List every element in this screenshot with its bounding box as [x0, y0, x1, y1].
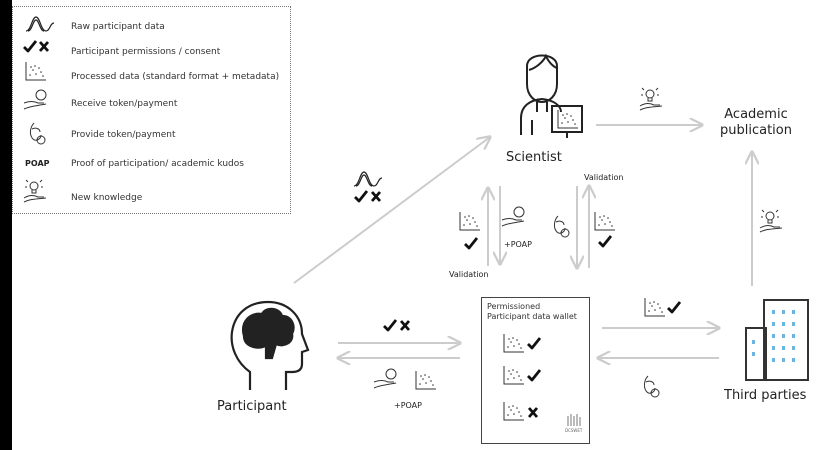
wallet-title-line1: Permissioned — [487, 302, 541, 311]
legend-processed-label: Processed data (standard format + metada… — [71, 72, 280, 82]
legend-raw-data-label: Raw participant data — [71, 22, 165, 32]
diagram-canvas: Raw participant data Participant permiss… — [12, 0, 832, 450]
validation-left-check-icon — [463, 236, 479, 250]
scientist-label: Scientist — [506, 150, 562, 165]
legend-poap-abbr: POAP — [25, 159, 50, 168]
wallet-brand: DCSWET — [565, 428, 583, 433]
scientist-poap-label: +POAP — [504, 240, 532, 249]
scientist-knowledge-bulb-icon — [639, 87, 663, 111]
third-party-knowledge-bulb-icon — [759, 209, 783, 233]
wallet-item-2-scatter-icon — [503, 365, 525, 385]
validation-right-scatter-icon — [594, 211, 616, 231]
validation-right-label: Validation — [584, 173, 624, 182]
wallet-consent-cross-icon — [399, 319, 411, 332]
participant-label: Participant — [217, 399, 287, 414]
legend-give-icon — [29, 122, 46, 145]
participant-head-icon — [230, 300, 310, 390]
legend-permissions-label: Participant permissions / consent — [71, 47, 221, 57]
arrow-participant-to-scientist — [293, 137, 490, 284]
validation-left-scatter-icon — [459, 211, 481, 231]
legend-check-icon — [22, 39, 38, 53]
participant-poap-label: +POAP — [394, 401, 422, 410]
diagram-graphics — [22, 16, 809, 398]
validation-right-check-icon — [597, 234, 613, 248]
wallet-item-3-cross-icon — [527, 406, 539, 419]
consent-check-icon — [353, 189, 369, 203]
legend-scatter-icon — [25, 61, 47, 81]
wallet-item-3-scatter-icon — [503, 401, 525, 421]
legend: Raw participant data Participant permiss… — [12, 6, 291, 214]
publication-line1: Academic — [724, 107, 788, 122]
legend-receive-token-label: Receive token/payment — [71, 99, 178, 109]
consent-cross-icon — [370, 190, 382, 203]
legend-bulb-icon — [23, 179, 47, 203]
third-party-give-token-icon — [643, 375, 660, 398]
arrows — [293, 125, 752, 358]
legend-new-knowledge-label: New knowledge — [71, 193, 143, 203]
third-party-check-icon — [666, 300, 682, 314]
publication-line2: publication — [720, 123, 792, 138]
participant-data-wallet: Permissioned Participant data wallet DCS… — [481, 297, 590, 444]
legend-provide-token-label: Provide token/payment — [71, 130, 176, 140]
wallet-item-1-scatter-icon — [503, 333, 525, 353]
scientist-icon — [520, 53, 583, 138]
wallet-item-1-check-icon — [526, 336, 542, 350]
legend-cross-icon — [38, 40, 50, 53]
scientist-give-token-icon — [553, 215, 570, 238]
third-parties-label: Third parties — [724, 388, 807, 403]
legend-receive-icon — [23, 89, 47, 110]
wallet-title-line2: Participant data wallet — [487, 312, 577, 321]
wallet-item-2-check-icon — [526, 368, 542, 382]
legend-poap-label: Proof of participation/ academic kudos — [71, 159, 244, 169]
scientist-board-chart-icon — [557, 109, 579, 129]
participant-processed-data-icon — [415, 370, 437, 390]
participant-receive-token-icon — [373, 368, 397, 389]
scientist-receive-token-icon — [501, 206, 525, 227]
third-party-scatter-icon — [644, 297, 666, 317]
wallet-brand-logo-icon — [567, 414, 581, 426]
third-parties-building-icon — [745, 299, 809, 381]
wallet-items — [503, 333, 581, 426]
raw-data-wave-icon — [353, 171, 383, 187]
legend-wave-icon — [25, 16, 55, 32]
wallet-consent-check-icon — [382, 318, 398, 332]
validation-left-label: Validation — [449, 270, 489, 279]
academic-publication-label: Academic publication — [713, 107, 799, 139]
wallet-title: Permissioned Participant data wallet — [487, 302, 577, 322]
